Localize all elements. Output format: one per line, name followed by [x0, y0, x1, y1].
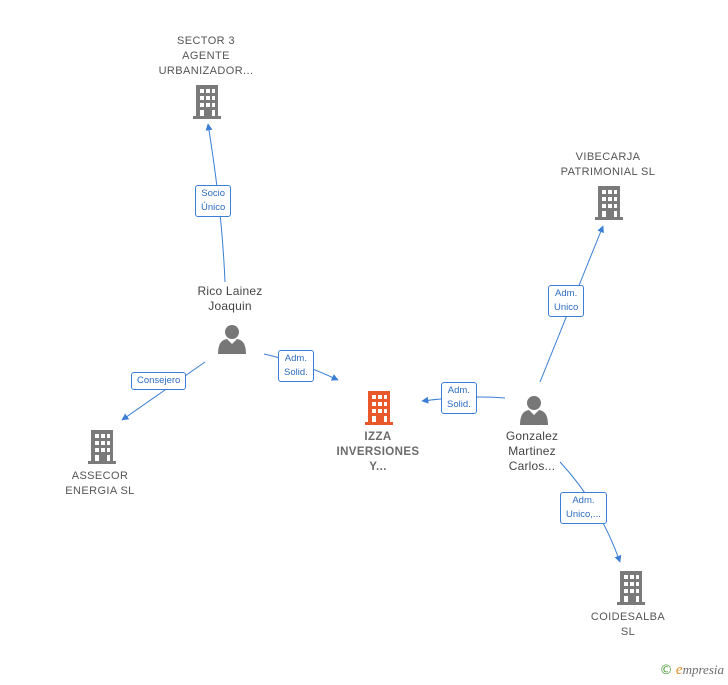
edge-label-socio-unico[interactable]: Socio Único — [195, 185, 232, 217]
edge-label-line: Unico,... — [566, 509, 601, 520]
edge-label-line: Unico — [554, 302, 579, 313]
person-icon-gonzalez[interactable] — [520, 396, 548, 425]
edge-label-line: Adm. — [284, 353, 307, 364]
building-icon-coidesalba[interactable] — [617, 571, 645, 605]
label-line: ENERGIA SL — [65, 485, 135, 497]
building-icon-vibecarja[interactable] — [595, 186, 623, 220]
label-line: PATRIMONIAL SL — [560, 166, 656, 178]
node-label-vibecarja[interactable]: VIBECARJA PATRIMONIAL SL — [548, 150, 668, 180]
edge-label-line: Único — [201, 202, 226, 213]
node-label-assecor[interactable]: ASSECOR ENERGIA SL — [40, 469, 160, 499]
edge-label-consejero[interactable]: Consejero — [131, 372, 187, 390]
edge-label-adm-solid-gonzalez[interactable]: Adm. Solid. — [441, 382, 477, 414]
label-line: Gonzalez — [505, 429, 559, 443]
edge-label-adm-solid-rico[interactable]: Adm. Solid. — [278, 350, 314, 382]
edge-rico-to-assecor — [121, 361, 206, 421]
label-line: SL — [620, 626, 636, 638]
label-line: ASSECOR — [71, 470, 129, 482]
edge-label-adm-unico-vibecarja[interactable]: Adm. Unico — [548, 285, 585, 317]
label-line: VIBECARJA — [575, 151, 641, 163]
brand-initial: e — [675, 662, 683, 678]
label-line: COIDESALBA — [590, 611, 666, 623]
edge-label-line: Consejero — [137, 375, 181, 386]
brand-name: mpresia — [682, 662, 724, 677]
edge-label-line: Adm. — [572, 495, 595, 506]
label-line: Rico Lainez — [197, 284, 263, 298]
label-line: Joaquin — [208, 299, 252, 313]
node-label-coidesalba[interactable]: COIDESALBA SL — [568, 610, 688, 640]
label-line: INVERSIONES — [336, 446, 420, 458]
label-line: Martinez — [508, 444, 556, 458]
edge-label-line: Socio — [201, 188, 226, 199]
edge-label-line: Adm. — [555, 288, 578, 299]
edge-label-adm-unico-coidesalba[interactable]: Adm. Unico,... — [560, 492, 607, 524]
node-label-gonzalez[interactable]: Gonzalez Martinez Carlos... — [472, 429, 592, 474]
edge-label-line: Adm. — [447, 385, 470, 396]
label-line: URBANIZADOR... — [158, 65, 254, 77]
building-icon-sector3[interactable] — [193, 85, 221, 119]
edge-label-line: Solid. — [447, 399, 471, 410]
label-line: AGENTE — [182, 50, 230, 62]
person-icon-rico[interactable] — [218, 325, 246, 354]
node-label-rico[interactable]: Rico Lainez Joaquin — [170, 284, 290, 314]
brand-footer[interactable]: © empresia — [660, 662, 724, 679]
copyright-icon: © — [659, 663, 673, 678]
label-line: Carlos... — [508, 459, 556, 473]
label-line: SECTOR 3 — [176, 35, 235, 47]
building-icon-assecor[interactable] — [88, 430, 116, 464]
node-label-sector3[interactable]: SECTOR 3 AGENTE URBANIZADOR... — [146, 34, 266, 79]
label-line: Y... — [369, 461, 387, 473]
edge-label-line: Solid. — [284, 367, 308, 378]
building-icon-izza[interactable] — [365, 391, 393, 425]
label-line: IZZA — [364, 431, 392, 443]
node-label-izza[interactable]: IZZA INVERSIONES Y... — [318, 430, 438, 475]
